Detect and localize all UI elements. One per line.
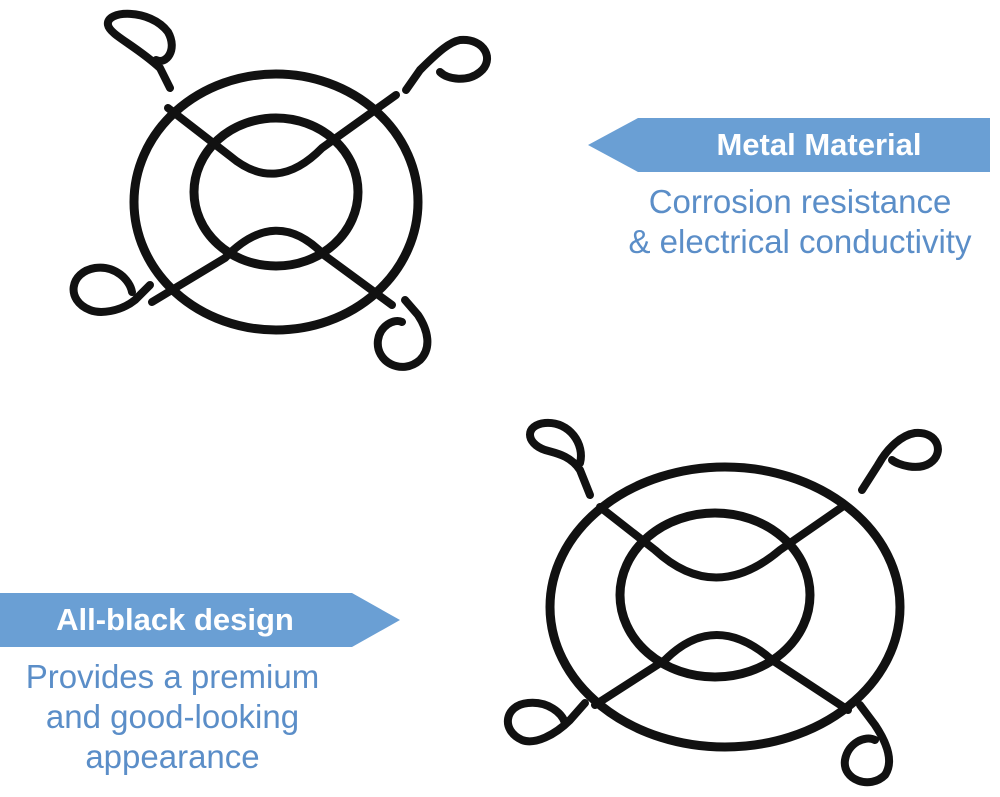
- fan-guard-top-svg: [69, 9, 492, 371]
- fan-guard-bottom-svg: [503, 418, 942, 787]
- desc-line: appearance: [85, 738, 260, 775]
- all-black-design-description: Provides a premium and good-looking appe…: [0, 657, 345, 777]
- banner-arrow-right: [0, 593, 400, 647]
- all-black-design-banner: All-black design: [0, 593, 400, 647]
- metal-material-title: Metal Material: [716, 127, 922, 162]
- banner-arrow-left: [588, 118, 990, 172]
- desc-line: & electrical conductivity: [628, 223, 972, 260]
- desc-line: Corrosion resistance: [648, 183, 952, 220]
- desc-line: and good-looking: [45, 698, 300, 735]
- fan-guard-image-top: [40, 0, 510, 385]
- all-black-design-title: All-black design: [56, 602, 294, 637]
- metal-material-description: Corrosion resistance & electrical conduc…: [600, 182, 1000, 262]
- metal-material-banner: Metal Material: [588, 118, 990, 172]
- desc-line: Provides a premium: [25, 658, 320, 695]
- fan-guard-image-bottom: [490, 405, 990, 797]
